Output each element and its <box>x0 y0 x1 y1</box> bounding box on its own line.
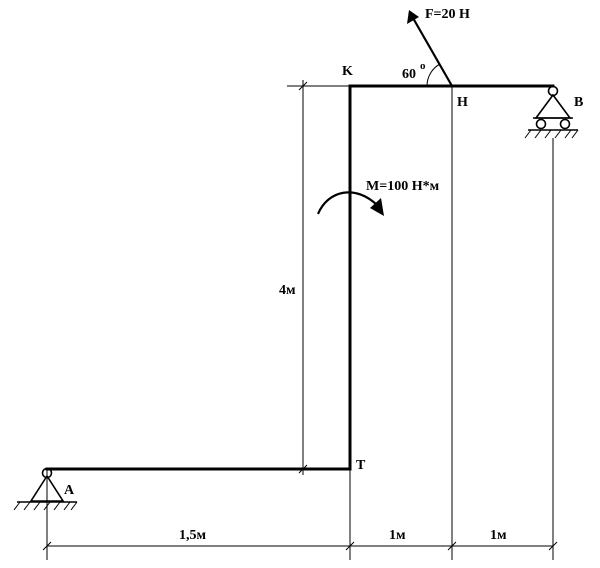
force-f-arrow <box>407 10 453 87</box>
frame-members <box>45 84 555 471</box>
point-label-b: B <box>574 95 583 110</box>
point-label-t: T <box>356 458 366 473</box>
angle-degree-label: o <box>420 60 426 72</box>
point-label-k: K <box>342 64 353 79</box>
dimension-lines <box>42 80 558 560</box>
force-label: F=20 H <box>425 7 470 22</box>
dimension-label-span-kn: 1м <box>389 528 406 543</box>
dimension-label-span-at: 1,5м <box>179 528 207 543</box>
point-label-a: A <box>64 483 75 498</box>
angle-label: 60 <box>402 67 416 82</box>
moment-label: M=100 H*м <box>366 179 440 194</box>
point-label-h: H <box>457 95 468 110</box>
dimension-label-span-nb: 1м <box>490 528 507 543</box>
dimension-label-height: 4м <box>279 283 296 298</box>
angle-arc <box>426 63 441 87</box>
moment-m-arrow <box>316 191 384 216</box>
roller-support-b <box>524 85 579 139</box>
